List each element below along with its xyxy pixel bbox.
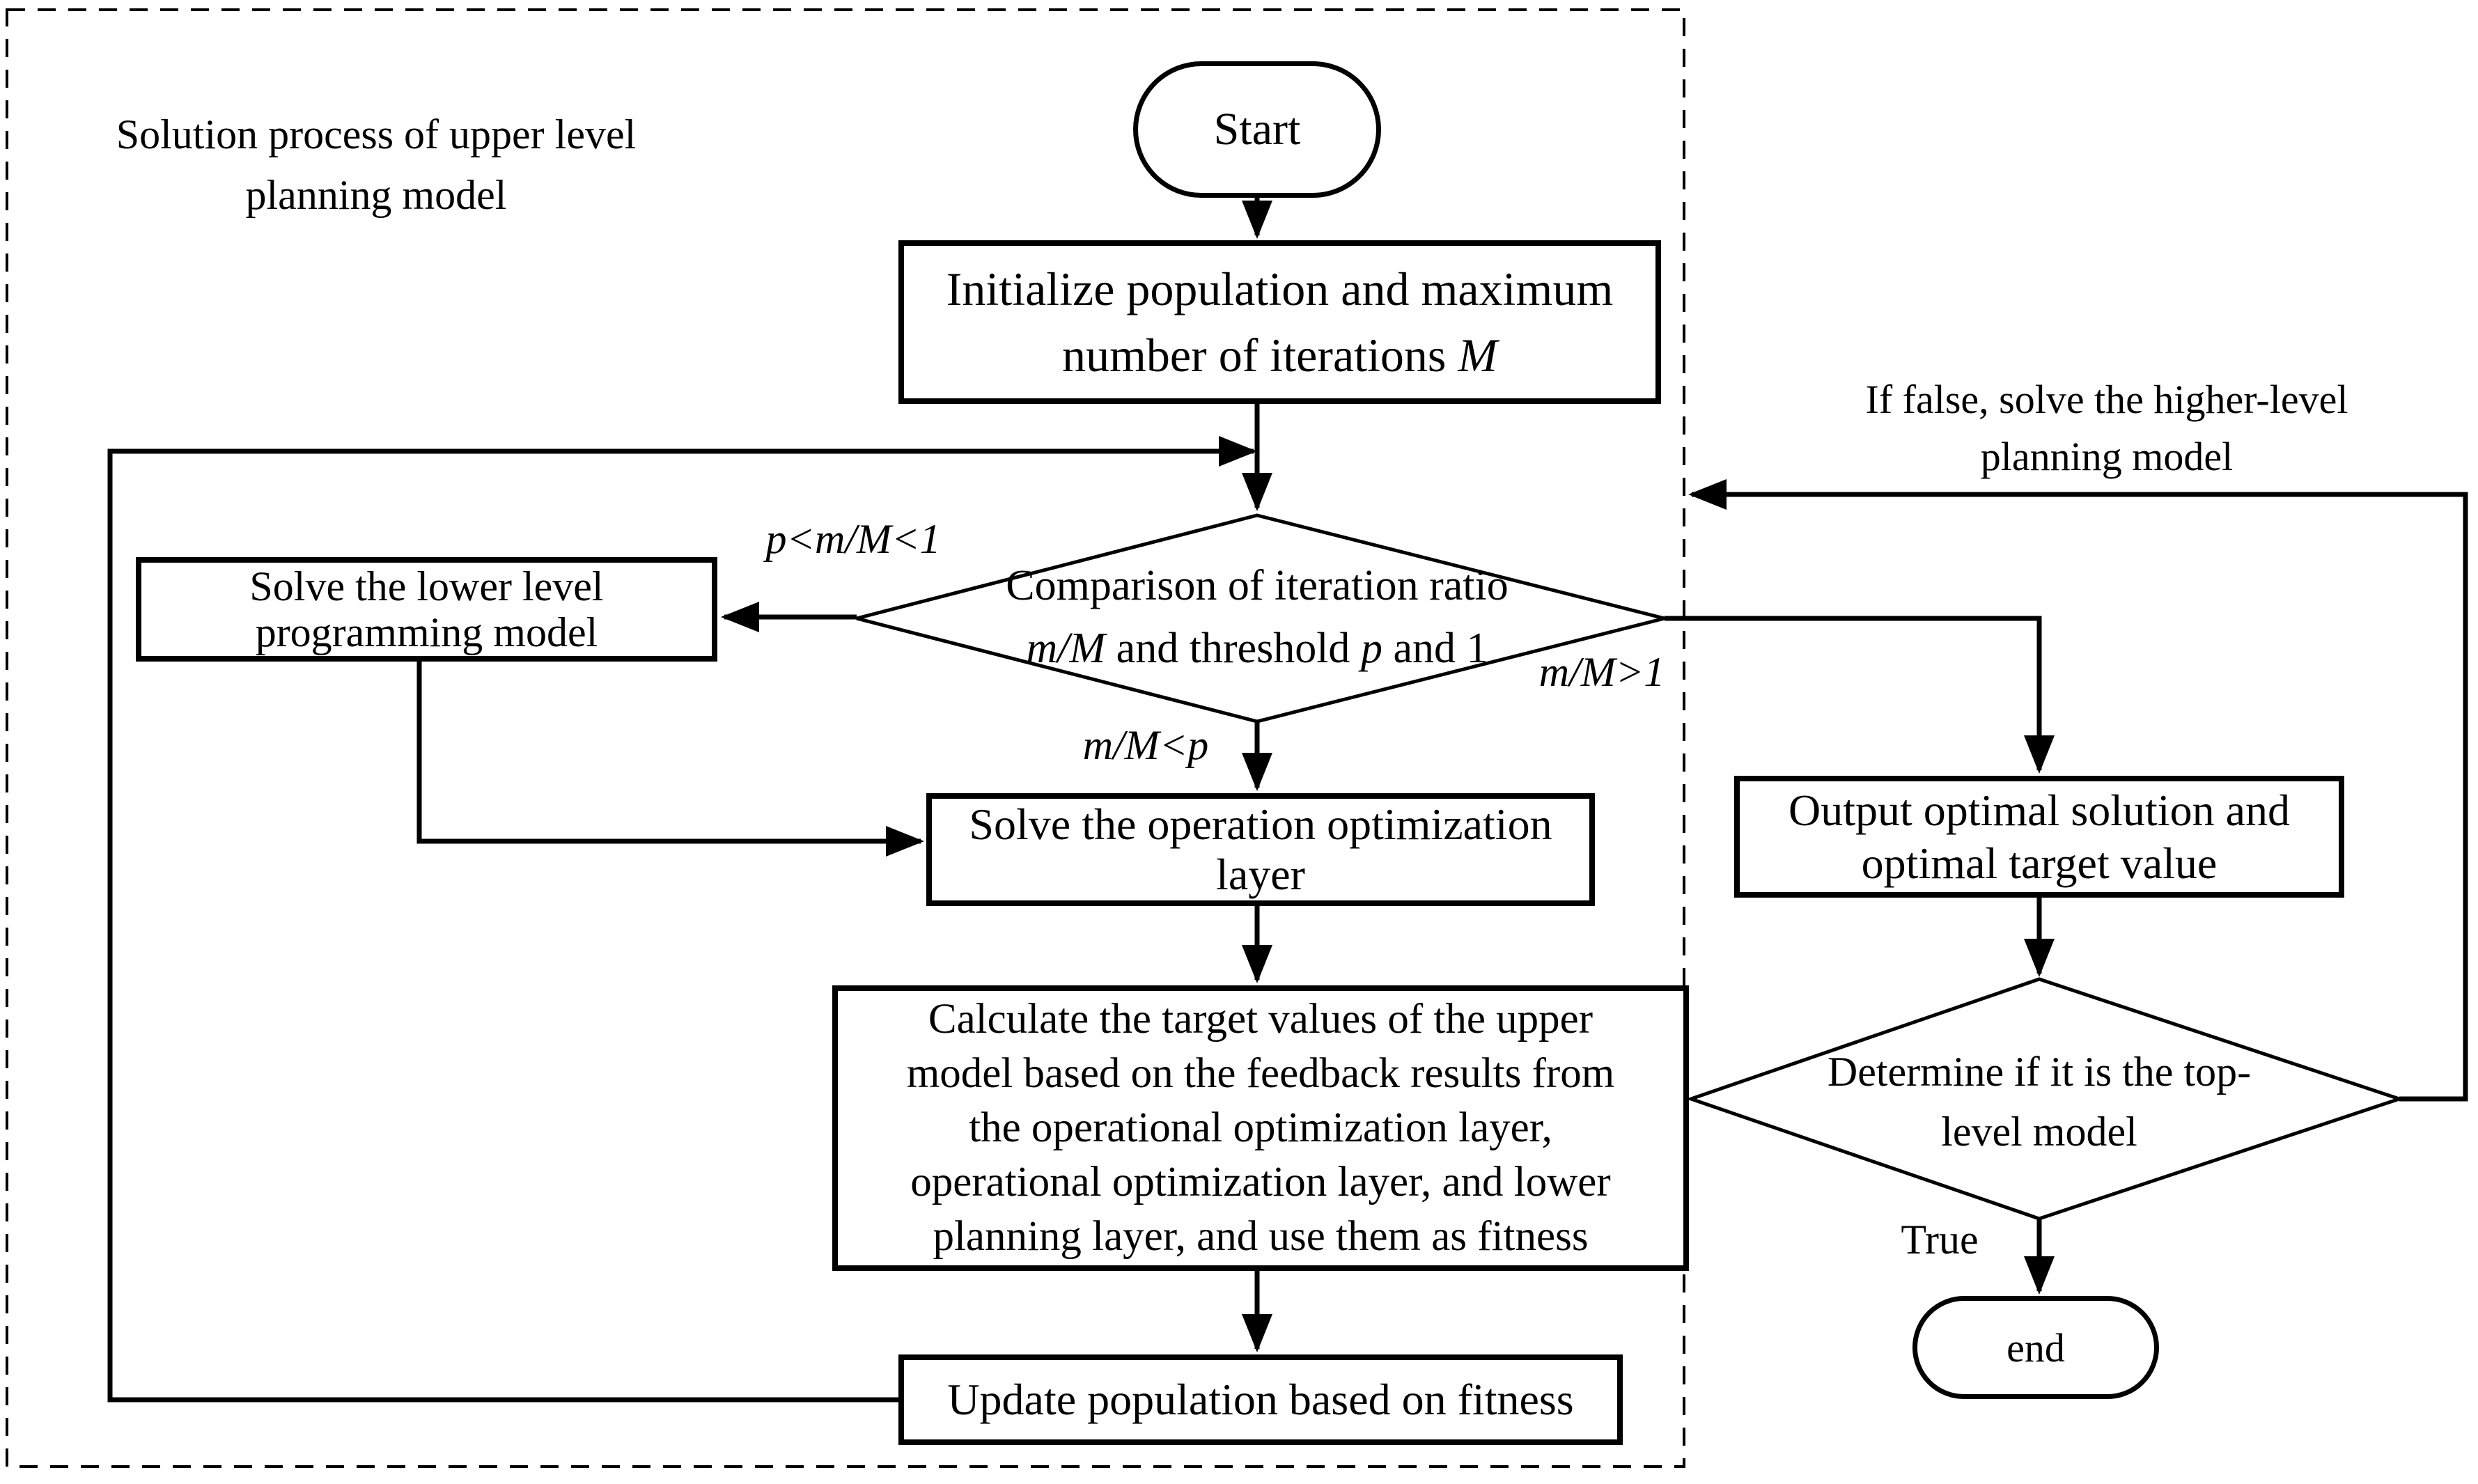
output-node: Output optimal solution and optimal targ… [1734,776,2344,898]
output-line2: optimal target value [1861,838,2218,888]
initialize-var-M: M [1458,328,1498,382]
top-level-node-text: Determine if it is the top- level model [1761,1039,2318,1164]
label-if-false-line1: If false, solve the higher-level [1865,377,2348,422]
comparison-var-p: p [1360,624,1382,672]
label-if-false: If false, solve the higher-level plannin… [1741,371,2472,485]
initialize-line2-text: number of iterations [1061,328,1458,382]
edge-lower-to-operation [416,658,924,857]
output-line1: Output optimal solution and [1789,785,2290,835]
comparison-line1: Comparison of iteration ratio [1006,561,1509,609]
lower-level-line2: programming model [255,609,598,655]
calculate-line3: the operational optimization layer, [969,1104,1552,1151]
top-level-line2: level model [1941,1109,2137,1155]
operation-line2: layer [1216,850,1305,899]
edge-comparison-to-output [1665,616,2055,774]
start-node: Start [1133,61,1381,198]
comparison-line2-text: and threshold [1105,624,1361,672]
initialize-line2: number of iterations M [1062,322,1497,389]
upper-level-dashed-boundary [6,8,1685,1468]
edge-if-false-return [1688,479,2468,1102]
lower-level-node: Solve the lower level programming model [136,557,717,662]
end-node: end [1912,1296,2159,1399]
initialize-node: Initialize population and maximum number… [898,240,1661,404]
label-right-branch: m/M>1 [1538,649,1665,695]
comparison-line2: m/M and threshold p and 1 [1027,617,1488,680]
end-label: end [2006,1325,2065,1370]
label-left-branch: p<m/M<1 [765,516,941,562]
comparison-line2-end: and 1 [1382,624,1488,672]
boundary-title: Solution process of upper level planning… [56,104,696,226]
update-node: Update population based on fitness [898,1354,1623,1445]
comparison-var-mM: m/M [1026,624,1106,672]
calculate-node: Calculate the target values of the upper… [832,985,1689,1271]
operation-line1: Solve the operation optimization [969,799,1552,849]
initialize-line1: Initialize population and maximum [946,262,1614,315]
label-down-branch: m/M<p [1082,722,1209,768]
edge-update-feedback-loop [107,436,1257,1403]
label-true: True [1901,1217,1979,1263]
calculate-line1: Calculate the target values of the upper [928,996,1593,1042]
operation-node: Solve the operation optimization layer [926,793,1595,906]
lower-level-line1: Solve the lower level [249,563,604,609]
top-level-line1: Determine if it is the top- [1827,1049,2252,1095]
calculate-line5: planning layer, and use them as fitness [933,1213,1589,1260]
boundary-title-line2: planning model [245,172,507,218]
boundary-title-line1: Solution process of upper level [116,111,637,157]
label-if-false-line2: planning model [1980,434,2234,479]
start-label: Start [1213,104,1301,155]
update-label: Update population based on fitness [947,1375,1574,1424]
calculate-line4: operational optimization layer, and lowe… [910,1159,1611,1205]
comparison-node-text: Comparison of iteration ratio m/M and th… [944,552,1571,681]
calculate-line2: model based on the feedback results from [906,1050,1615,1097]
